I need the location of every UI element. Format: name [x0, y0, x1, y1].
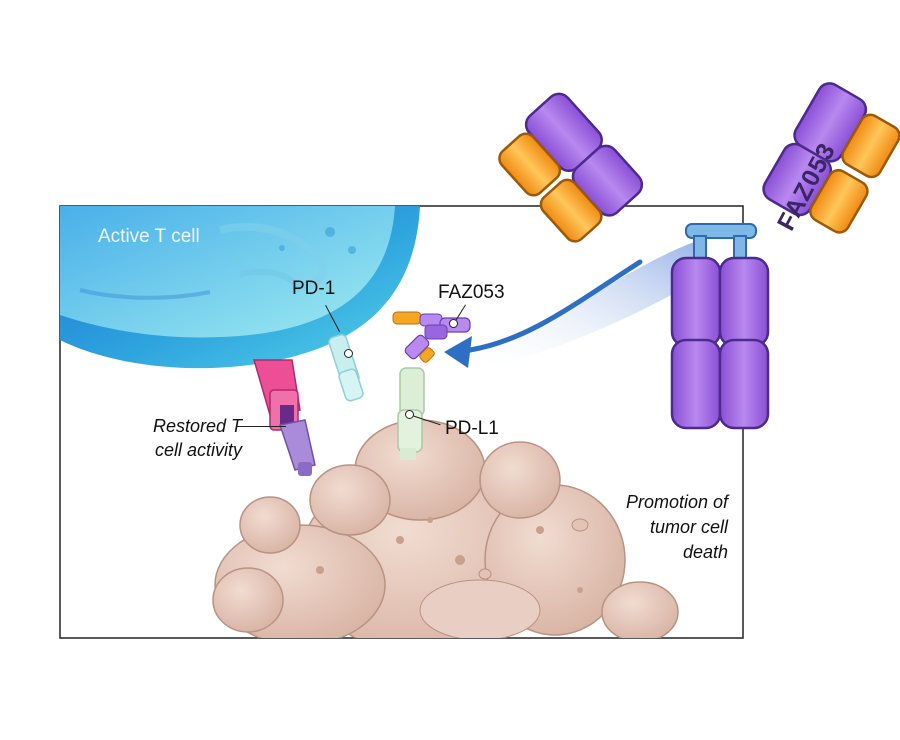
t-cell-label: Active T cell [98, 226, 200, 247]
t-cell [60, 206, 420, 369]
tumor-cells [212, 419, 679, 638]
pd1-leader-dot [344, 349, 353, 358]
t-cell-receptor [253, 359, 316, 476]
faz053-label: FAZ053 [438, 282, 505, 303]
pdl1-ligand [397, 367, 425, 460]
pdl1-label: PD-L1 [445, 418, 499, 439]
pd1-receptor [328, 333, 364, 402]
restored-leader-line [236, 426, 286, 428]
pd1-label: PD-1 [292, 278, 336, 299]
faz053-antibody [498, 82, 900, 430]
promotion-label: Promotion of tumor cell death [625, 492, 728, 562]
binding-arrow [444, 240, 705, 372]
pdl1-leader-dot [405, 410, 414, 419]
faz053-leader-dot [449, 319, 458, 328]
restored-activity-label: Restored T cell activity [152, 416, 242, 460]
